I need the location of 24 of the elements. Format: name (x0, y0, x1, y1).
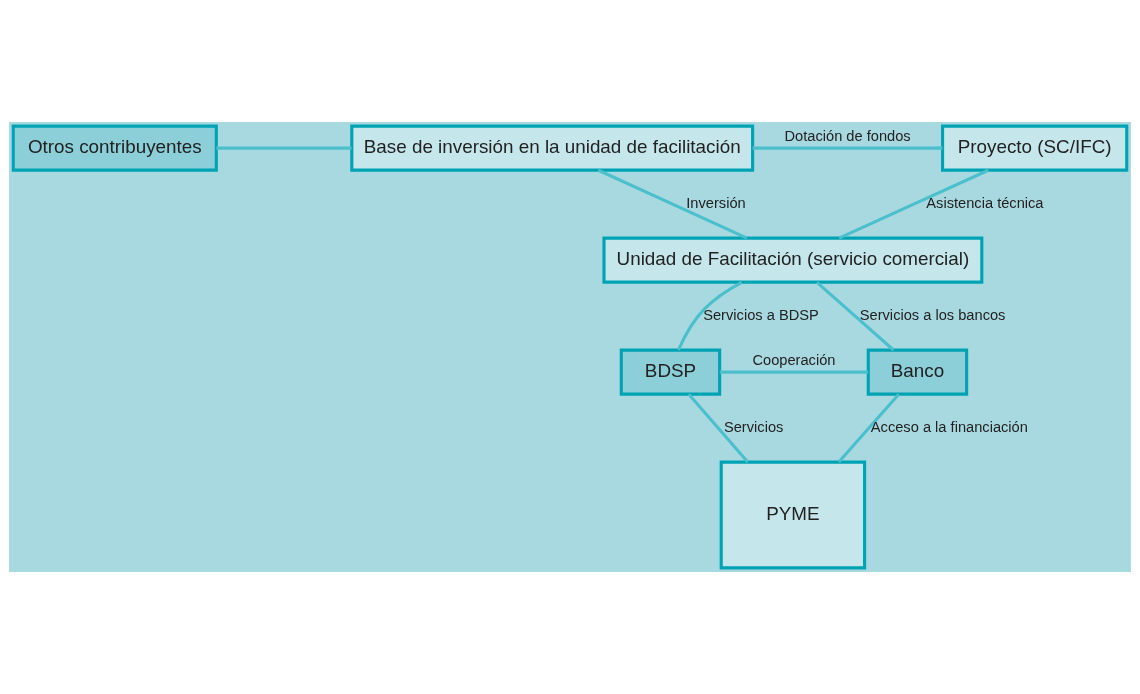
node-box: Unidad de Facilitación (servicio comercial) (602, 236, 984, 284)
connector (838, 168, 989, 240)
connector (597, 168, 748, 240)
node-box: Otros contribuyentes (11, 124, 218, 172)
node-box: Proyecto (SC/IFC) (941, 124, 1129, 172)
node-box: BDSP (619, 348, 722, 396)
connector (687, 393, 749, 463)
connector (837, 393, 900, 463)
connector (815, 281, 895, 352)
node-box: Base de inversión en la unidad de facilitación (350, 124, 755, 172)
connector (719, 370, 869, 374)
connector (216, 146, 352, 150)
edge-label: Acceso a la financiación (870, 418, 1028, 435)
edge-label: Servicios a los bancos (859, 307, 1006, 323)
edge-label: Cooperación (752, 352, 836, 368)
node-box: Banco (866, 348, 969, 396)
edge-label: Servicios a BDSP (703, 307, 819, 323)
edge-label: Asistencia técnica (926, 195, 1044, 212)
edge-label: Servicios (723, 418, 784, 435)
edge-label: Inversión (686, 195, 746, 212)
node-box: PYME (719, 460, 867, 570)
edge-label: Dotación de fondos (784, 128, 911, 145)
connector (677, 280, 743, 351)
connector (752, 146, 943, 150)
